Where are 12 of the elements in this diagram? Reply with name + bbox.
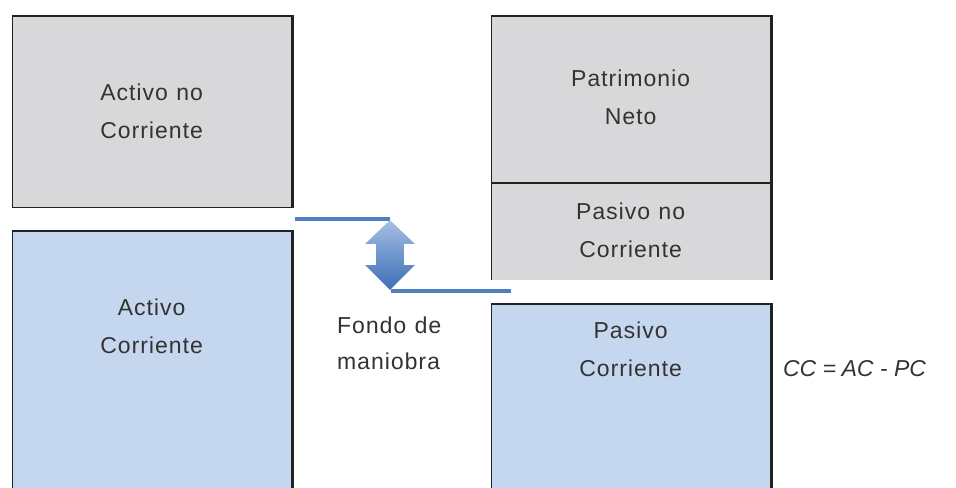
account-label: Patrimonio Neto bbox=[570, 64, 692, 131]
account-label: Activo Corriente bbox=[99, 293, 205, 360]
account-box bbox=[12, 15, 294, 208]
account-label: Pasivo Corriente bbox=[578, 316, 684, 383]
caption-label: Fondo de maniobra bbox=[337, 311, 444, 376]
account-label: Activo no Corriente bbox=[99, 78, 205, 145]
account-box bbox=[491, 182, 773, 280]
account-box bbox=[12, 230, 294, 488]
account-box bbox=[491, 15, 773, 184]
formula-text: CC = AC - PC bbox=[783, 354, 927, 383]
account-label: Pasivo no Corriente bbox=[574, 197, 687, 264]
account-box bbox=[491, 303, 773, 488]
